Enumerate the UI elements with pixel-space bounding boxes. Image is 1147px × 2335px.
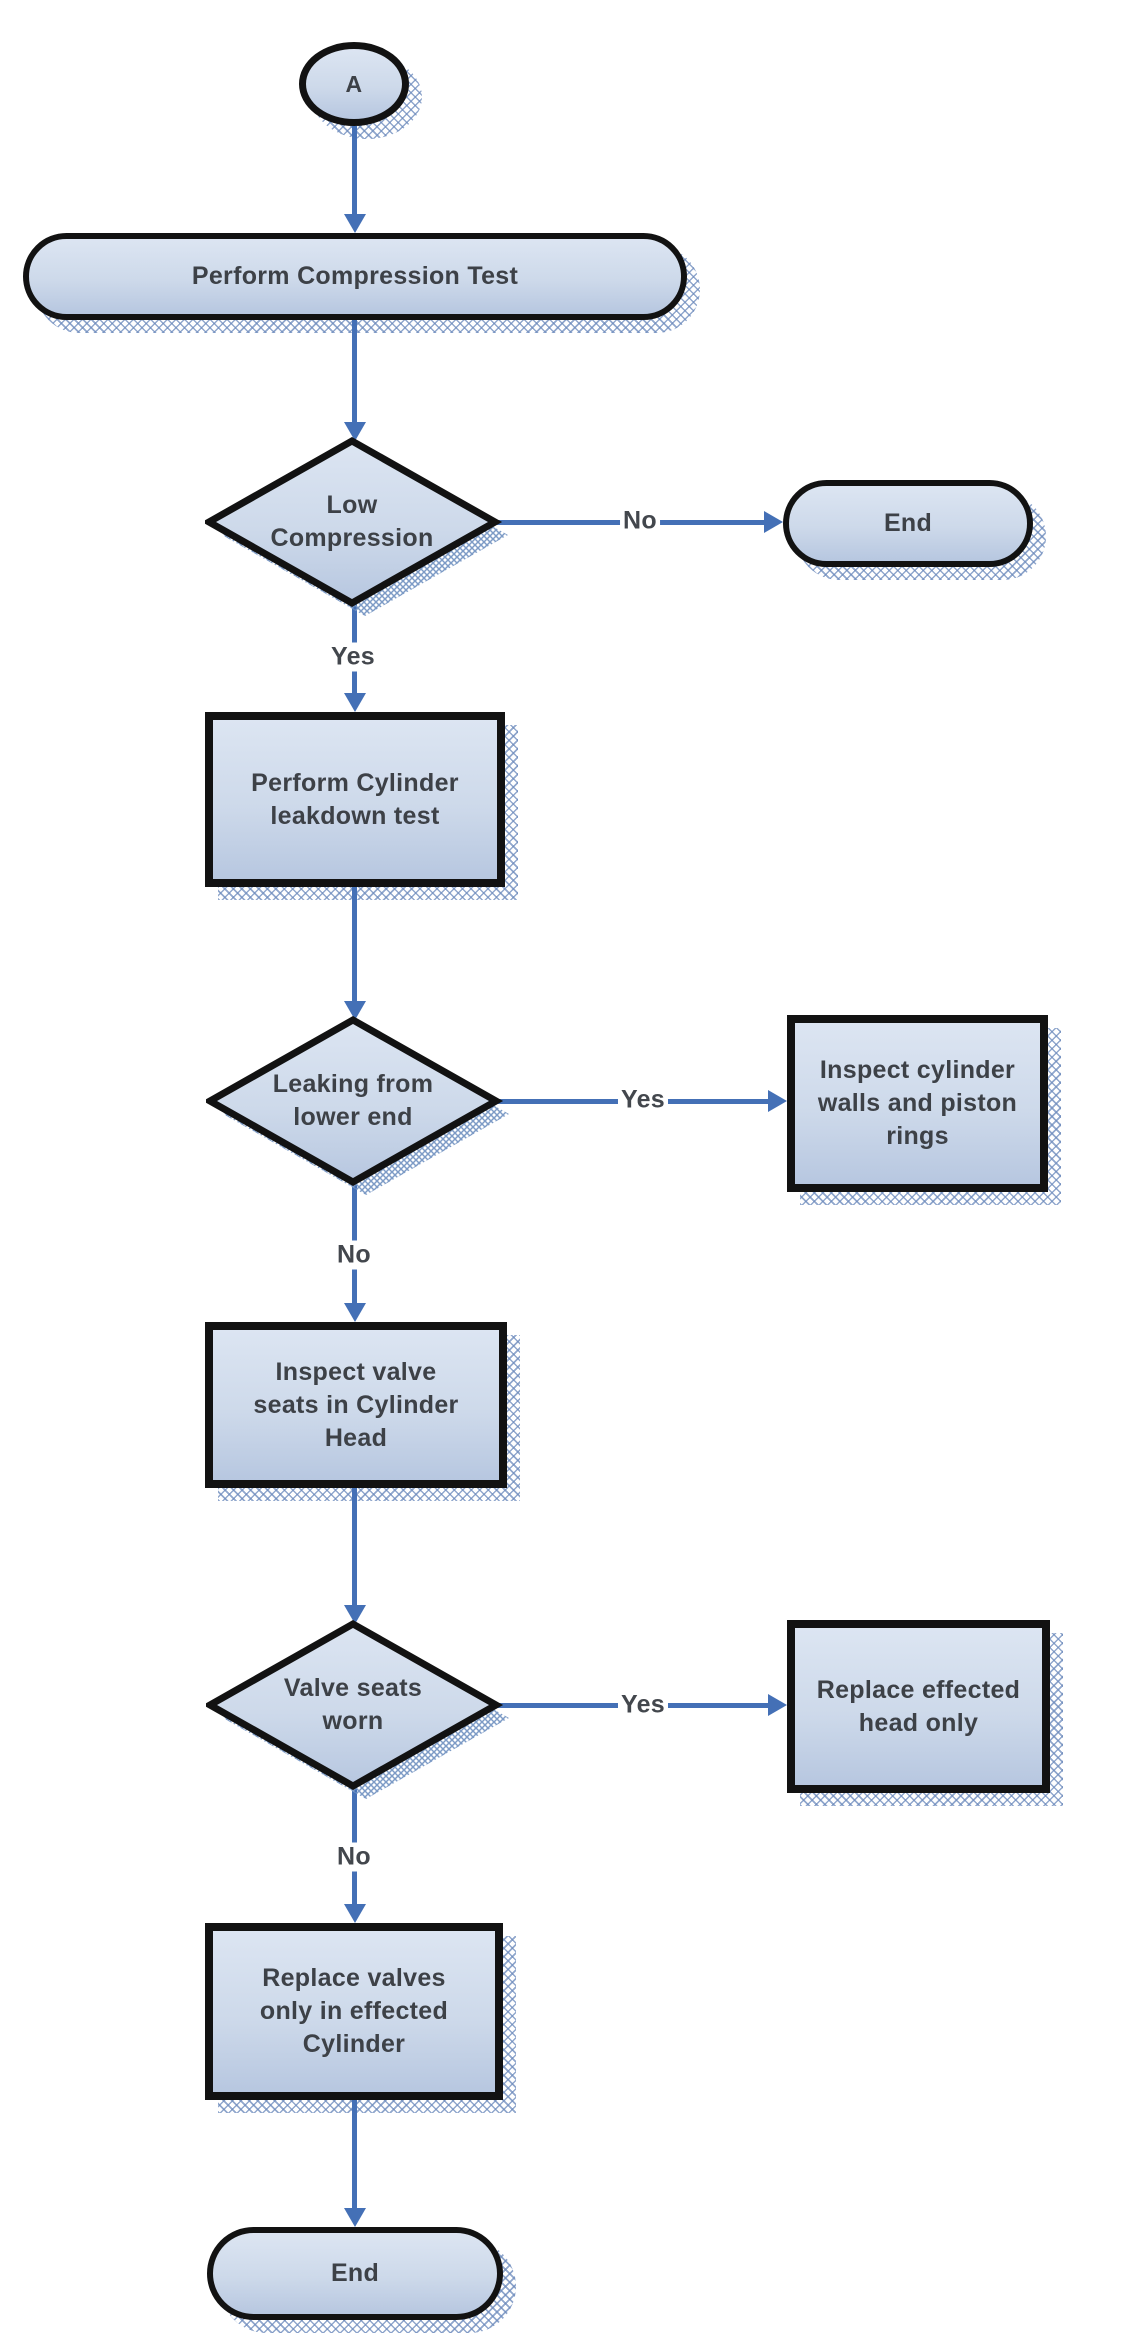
edge-label-no: No: [334, 1240, 374, 1270]
connector-circle: A: [299, 42, 409, 126]
arrowhead-down-icon: [344, 1001, 366, 1020]
arrowhead-right-icon: [764, 511, 783, 533]
diamond-shape: [205, 437, 503, 608]
node-perform-cylinder-leakdown-test: Perform Cylinder leakdown test: [205, 712, 518, 900]
process-shape: Replace valves only in effected Cylinder: [205, 1923, 503, 2100]
diamond-shape: [206, 1620, 504, 1791]
process-shape: Inspect valve seats in Cylinder Head: [205, 1322, 507, 1488]
arrowhead-down-icon: [344, 1303, 366, 1322]
edge-valve-seats-inspect-to-worn: [352, 1488, 357, 1606]
diamond-shape: [206, 1016, 504, 1187]
node-label: Inspect valve seats in Cylinder Head: [253, 1357, 459, 1452]
edge-label-yes: Yes: [327, 642, 379, 672]
edge-label-no: No: [620, 506, 660, 536]
node-label: Low Compression: [270, 491, 434, 552]
arrowhead-down-icon: [344, 1605, 366, 1624]
node-leaking-from-lower-end: Leaking from lower end: [206, 1016, 516, 1202]
arrowhead-right-icon: [768, 1694, 787, 1716]
terminator-shape: End: [207, 2227, 503, 2320]
edge-replace-valves-to-end: [352, 2100, 357, 2209]
arrowhead-down-icon: [344, 2208, 366, 2227]
edge-label-yes: Yes: [617, 1085, 669, 1115]
node-connector-a: A: [299, 42, 422, 139]
edge-label-yes: Yes: [617, 1690, 669, 1720]
edge-a-to-compression-test: [352, 126, 357, 215]
node-label: Inspect cylinder walls and piston rings: [817, 1056, 1018, 1150]
node-end-right: End: [783, 480, 1046, 580]
node-inspect-cylinder-walls: Inspect cylinder walls and piston rings: [787, 1015, 1061, 1205]
terminator-shape: End: [783, 480, 1033, 567]
node-label: End: [330, 2259, 380, 2287]
node-label: A: [345, 70, 363, 97]
arrowhead-right-icon: [768, 1090, 787, 1112]
node-label: Replace valves only in effected Cylinder: [259, 1964, 449, 2058]
process-shape: Replace effected head only: [787, 1620, 1050, 1793]
node-label: Perform Cylinder leakdown test: [251, 768, 459, 830]
edge-compression-test-to-low-compression: [352, 320, 357, 423]
process-shape: Inspect cylinder walls and piston rings: [787, 1015, 1048, 1192]
arrowhead-down-icon: [344, 1904, 366, 1923]
arrowhead-down-icon: [344, 422, 366, 441]
node-end-bottom: End: [207, 2227, 516, 2333]
node-replace-effected-head: Replace effected head only: [787, 1620, 1063, 1806]
node-label: Perform Compression Test: [191, 262, 519, 290]
node-label: Leaking from lower end: [272, 1070, 434, 1131]
arrowhead-down-icon: [344, 693, 366, 712]
arrowhead-down-icon: [344, 214, 366, 233]
node-inspect-valve-seats: Inspect valve seats in Cylinder Head: [205, 1322, 520, 1501]
edge-leakdown-to-leaking: [352, 887, 357, 1002]
node-perform-compression-test: Perform Compression Test: [23, 233, 700, 333]
node-replace-valves: Replace valves only in effected Cylinder: [205, 1923, 516, 2113]
node-label: End: [883, 509, 933, 537]
terminator-shape: Perform Compression Test: [23, 233, 687, 320]
edge-label-no: No: [334, 1842, 374, 1872]
node-label: Replace effected head only: [816, 1675, 1021, 1737]
node-valve-seats-worn: Valve seats worn: [206, 1620, 516, 1806]
node-low-compression: Low Compression: [205, 437, 515, 623]
decision-diamond: [206, 1620, 509, 1799]
process-shape: Perform Cylinder leakdown test: [205, 712, 505, 887]
node-label: Valve seats worn: [283, 1674, 423, 1735]
decision-diamond: [206, 1016, 509, 1195]
decision-diamond: [205, 437, 508, 616]
